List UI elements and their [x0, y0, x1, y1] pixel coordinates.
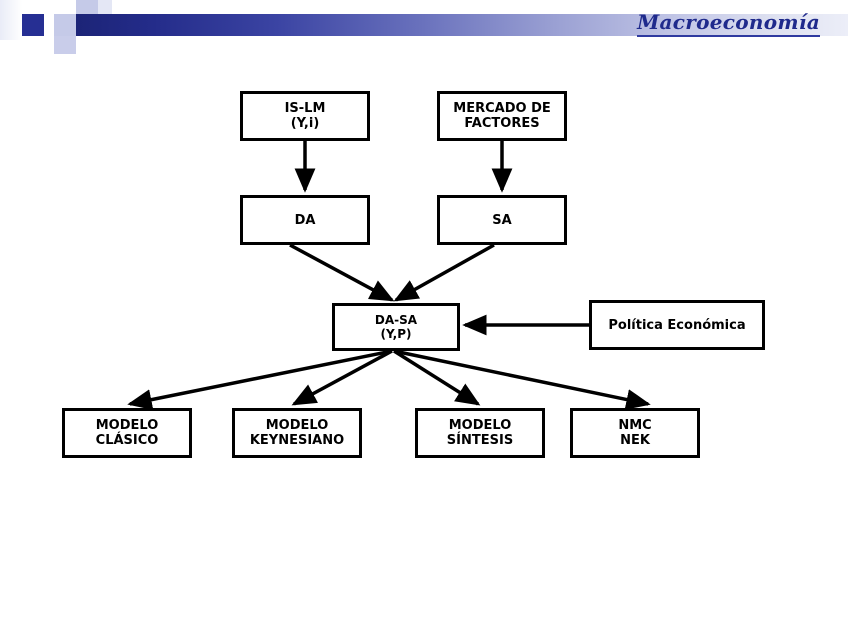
slide-header: Macroeconomía [0, 0, 848, 56]
header-gradient-bar [76, 14, 848, 36]
square-light-e-icon [98, 0, 112, 15]
node-mercado-label: MERCADO DE FACTORES [453, 101, 551, 131]
page-title: Macroeconomía [637, 10, 820, 37]
edge-dasa-to-nmc [393, 349, 651, 410]
node-islm[interactable]: IS-LM (Y,i) [240, 91, 370, 141]
node-da-sa-label: DA-SA (Y,P) [374, 313, 418, 341]
node-da-label: DA [294, 212, 316, 228]
edge-dasa-to-clasico [127, 349, 393, 410]
edge-da-to-dasa [289, 243, 395, 302]
header-pale-column [0, 0, 22, 40]
node-modelo-keynesiano[interactable]: MODELO KEYNESIANO [232, 408, 362, 458]
node-nmc-nek[interactable]: NMC NEK [570, 408, 700, 458]
node-keynes-label: MODELO KEYNESIANO [249, 418, 345, 448]
node-da-sa[interactable]: DA-SA (Y,P) [332, 303, 460, 351]
node-politica-economica[interactable]: Política Económica [589, 300, 765, 350]
node-modelo-clasico[interactable]: MODELO CLÁSICO [62, 408, 192, 458]
edge-sa-to-dasa [393, 243, 495, 302]
edge-dasa-to-keynes [291, 349, 393, 406]
node-politica-label: Política Económica [608, 317, 746, 333]
node-sa[interactable]: SA [437, 195, 567, 245]
node-sintesis-label: MODELO SÍNTESIS [446, 418, 514, 448]
node-mercado-de-factores[interactable]: MERCADO DE FACTORES [437, 91, 567, 141]
node-islm-label: IS-LM (Y,i) [284, 101, 326, 131]
square-dark-icon [22, 14, 44, 36]
node-modelo-sintesis[interactable]: MODELO SÍNTESIS [415, 408, 545, 458]
node-clasico-label: MODELO CLÁSICO [95, 418, 159, 448]
square-light-d-icon [54, 36, 76, 54]
node-da[interactable]: DA [240, 195, 370, 245]
node-sa-label: SA [492, 212, 512, 228]
node-nmc-label: NMC NEK [618, 418, 652, 448]
edge-dasa-to-sintesis [393, 349, 481, 406]
square-light-a-icon [76, 0, 98, 15]
square-light-b-icon [54, 14, 76, 36]
